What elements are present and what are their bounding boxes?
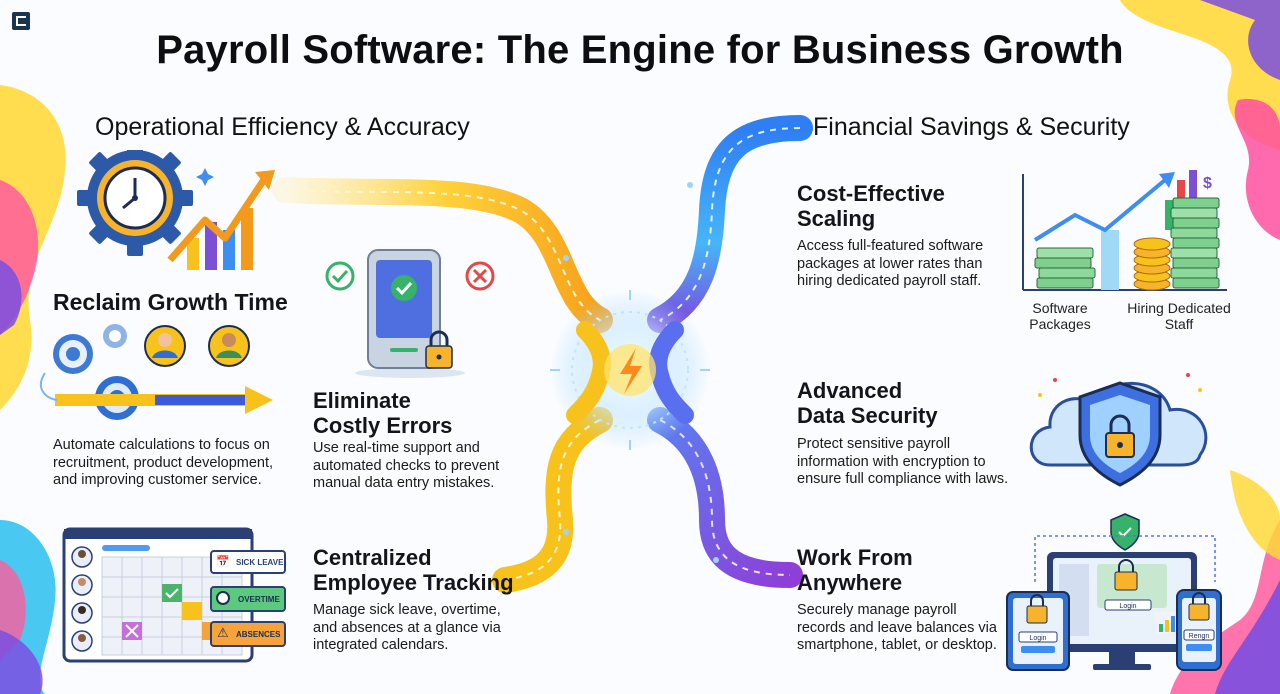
cost-effective-scaling-text: Access full-featured software packages a… [797, 238, 983, 291]
text-line: and absences at a glance via [313, 619, 501, 636]
text-line: Protect sensitive payroll [797, 436, 951, 452]
text-line: Manage sick leave, overtime, [313, 602, 501, 618]
software-packages-label: Software Packages [1020, 300, 1100, 332]
page-title: Payroll Software: The Engine for Busines… [156, 28, 1124, 72]
text-line: manual data entry mistakes. [313, 475, 495, 491]
title-line: Costly Errors [313, 413, 453, 438]
label-line: Staff [1164, 316, 1194, 332]
reclaim-growth-time-text: Automate calculations to focus on recrui… [53, 437, 273, 490]
centralized-employee-tracking-title: Centralized Employee Tracking [313, 545, 514, 595]
right-section-heading: Financial Savings & Security [813, 113, 1130, 141]
svg-text:$: $ [1203, 175, 1212, 192]
sick-leave-label: SICK LEAVE [236, 558, 284, 567]
title-line: Employee Tracking [313, 570, 514, 595]
eliminate-costly-errors-text: Use real-time support and automated chec… [313, 440, 499, 493]
logo-icon [12, 12, 30, 30]
text-line: packages at lower rates than [797, 255, 983, 272]
text-line: ensure full compliance with laws. [797, 471, 1009, 487]
text-line: Automate calculations to focus on [53, 437, 270, 453]
title-line: Centralized [313, 545, 432, 570]
cost-comparison-illustration: $ [1022, 170, 1227, 291]
reclaim-growth-time-title: Reclaim Growth Time [53, 289, 288, 315]
desktop-login-text: Login [1119, 603, 1136, 610]
hiring-dedicated-staff-label: Hiring Dedicated Staff [1120, 300, 1238, 332]
text-line: integrated calendars. [313, 637, 449, 653]
tablet-login-text: Login [1029, 635, 1046, 642]
advanced-data-security-text: Protect sensitive payroll information wi… [797, 436, 1008, 489]
absences-tag: ⚠ ABSENCES [210, 621, 286, 647]
text-line: recruitment, product development, [53, 454, 274, 471]
sick-leave-tag: 📅 SICK LEAVE [210, 550, 286, 574]
title-line: Eliminate [313, 388, 411, 413]
title-line: Data Security [797, 403, 938, 428]
title-line: Work From [797, 545, 913, 570]
title-line: Scaling [797, 206, 876, 231]
centralized-employee-tracking-text: Manage sick leave, overtime, and absence… [313, 602, 501, 655]
eliminate-costly-errors-title: Eliminate Costly Errors [313, 388, 452, 438]
label-line: Software [1032, 300, 1088, 316]
clock-icon [216, 591, 230, 605]
title-line: Anywhere [797, 570, 903, 595]
warning-icon: ⚠ [217, 625, 229, 640]
text-line: hiring dedicated payroll staff. [797, 273, 982, 289]
label-line: Packages [1029, 316, 1091, 332]
phone-login-text: Rengn [1189, 633, 1210, 640]
text-line: Securely manage payroll [797, 602, 957, 618]
text-line: and improving customer service. [53, 472, 262, 488]
cloud-shield-lock-illustration [1029, 373, 1208, 487]
overtime-tag: OVERTIME [210, 586, 286, 612]
label-line: Hiring Dedicated [1127, 300, 1231, 316]
overtime-label: OVERTIME [238, 595, 280, 604]
text-line: records and leave balances via [797, 619, 997, 636]
text-line: information with encryption to [797, 453, 986, 470]
phone-validation-illustration [325, 249, 495, 378]
text-line: smartphone, tablet, or desktop. [797, 637, 997, 653]
text-line: Access full-featured software [797, 238, 984, 254]
work-from-anywhere-text: Securely manage payroll records and leav… [797, 602, 997, 655]
work-from-anywhere-title: Work From Anywhere [797, 545, 913, 595]
multi-device-illustration: Login Login Rengn [1006, 513, 1222, 671]
text-line: Use real-time support and [313, 440, 480, 456]
text-line: automated checks to prevent [313, 457, 500, 474]
cost-effective-scaling-title: Cost-Effective Scaling [797, 181, 945, 231]
left-section-heading: Operational Efficiency & Accuracy [95, 113, 470, 141]
calendar-icon: 📅 [216, 556, 230, 568]
automation-workflow-illustration [39, 324, 273, 420]
clock-gear-growth-illustration [77, 150, 275, 270]
absences-label: ABSENCES [236, 630, 281, 639]
advanced-data-security-title: Advanced Data Security [797, 378, 938, 428]
title-line: Cost-Effective [797, 181, 945, 206]
title-line: Advanced [797, 378, 903, 403]
